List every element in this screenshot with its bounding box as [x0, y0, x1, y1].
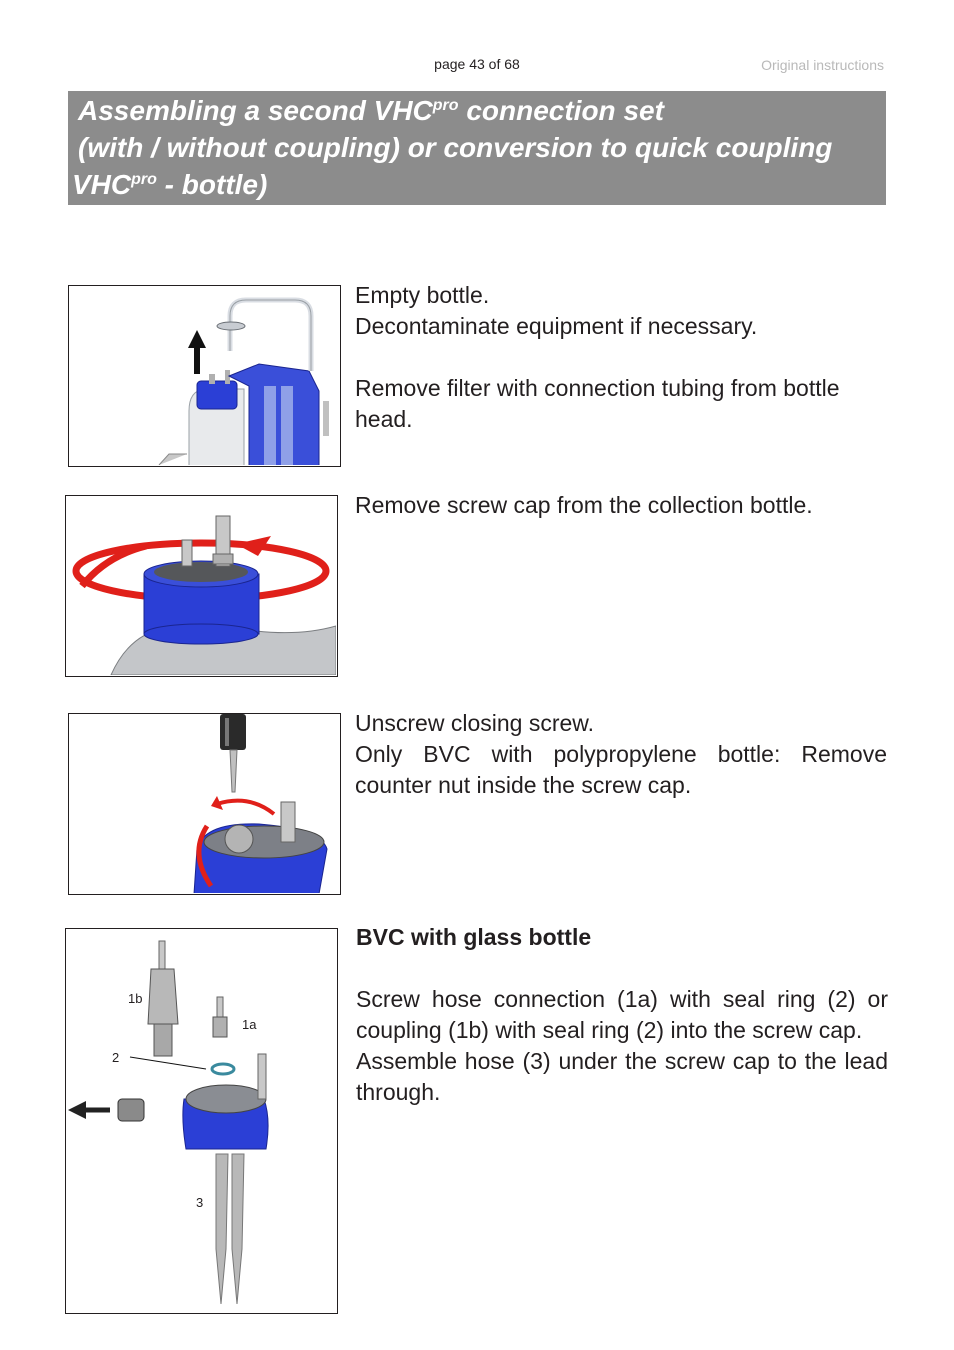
title-line1-sup: pro: [432, 97, 459, 114]
step4-text: BVC with glass bottle Screw hose connect…: [356, 922, 888, 1108]
step1-line2: Decontaminate equipment if necessary.: [355, 313, 758, 339]
figure-unscrew-closing-screw: [68, 713, 341, 895]
title-line1-post: connection set: [458, 95, 664, 126]
page-number: page 43 of 68: [434, 56, 520, 72]
label-2: 2: [112, 1050, 119, 1065]
step3-text: Unscrew closing screw. Only BVC with pol…: [355, 708, 887, 801]
step2-line1: Remove screw cap from the collection bot…: [355, 492, 813, 518]
step2-text: Remove screw cap from the collection bot…: [355, 490, 887, 521]
title-line1-text: Assembling a second VHC: [78, 95, 433, 126]
step1-text: Empty bottle. Decontaminate equipment if…: [355, 280, 887, 435]
title-line3-text: VHC: [72, 169, 132, 200]
figure-remove-screw-cap: [65, 495, 338, 677]
step4-heading: BVC with glass bottle: [356, 924, 592, 950]
step4-para1: Screw hose connection (1a) with seal rin…: [356, 986, 888, 1043]
label-1b: 1b: [128, 991, 142, 1006]
section-title: Assembling a second VHCpro connection se…: [68, 91, 886, 205]
label-1a: 1a: [242, 1017, 257, 1032]
step3-para: Only BVC with polypropylene bottle: Remo…: [355, 741, 887, 798]
title-line3-post: - bottle): [156, 169, 268, 200]
step4-para2: Assemble hose (3) under the screw cap to…: [356, 1048, 888, 1105]
step3-line1: Unscrew closing screw.: [355, 710, 595, 736]
figure-remove-filter: [68, 285, 341, 467]
step1-line1: Empty bottle.: [355, 282, 490, 308]
title-line3-sup: pro: [131, 171, 157, 188]
title-line2: (with / without coupling) or conversion …: [78, 132, 833, 163]
document-type-label: Original instructions: [761, 57, 884, 73]
step1-para2: Remove filter with connection tubing fro…: [355, 375, 840, 432]
label-3: 3: [196, 1195, 203, 1210]
figure-hose-connection-parts: 1b 1a 2 3: [65, 928, 338, 1314]
